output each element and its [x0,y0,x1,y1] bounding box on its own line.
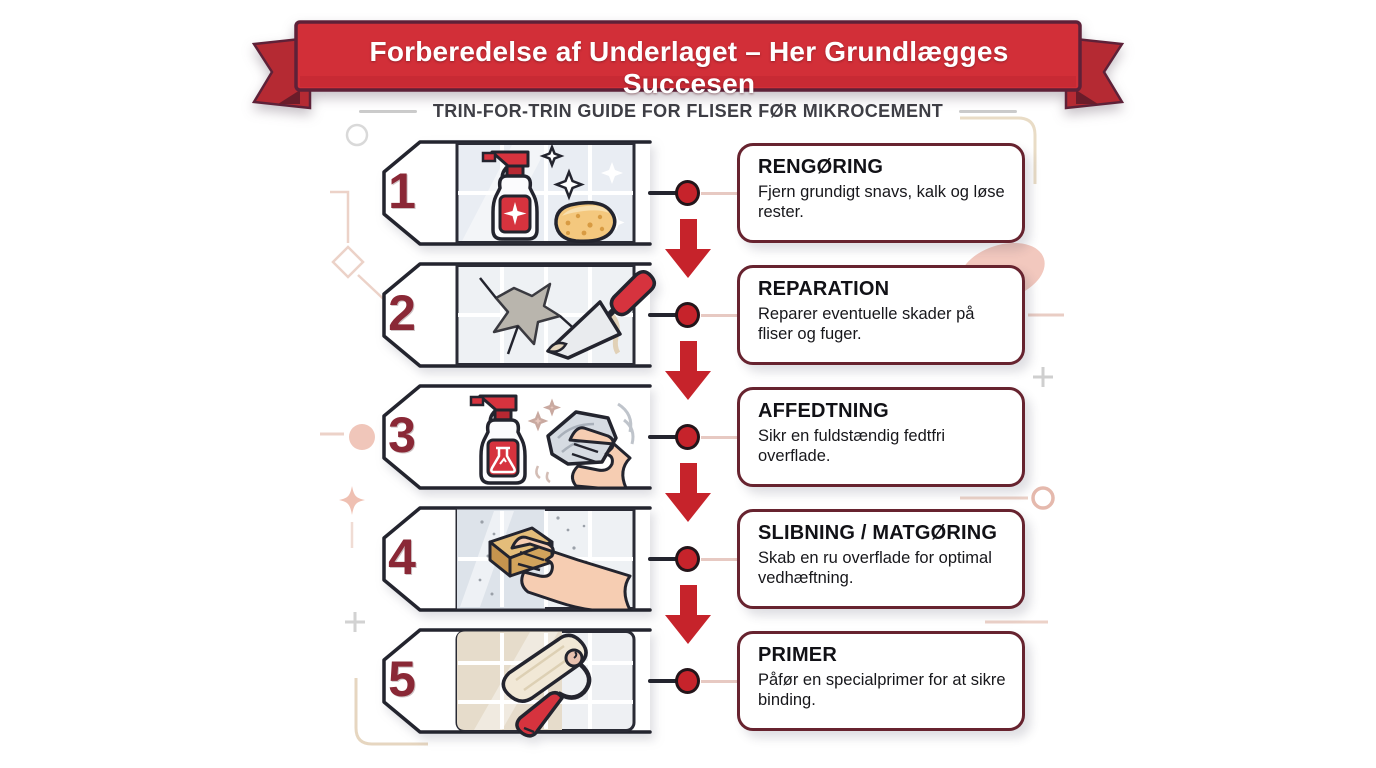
step-number: 5 [388,651,416,707]
connector-line-dark [648,313,678,317]
step-number: 3 [388,407,416,463]
step-text-box: REPARATION Reparer eventuelle skader på … [737,265,1025,365]
circle-outline-decoration [345,123,369,147]
connector-dot [675,424,700,450]
connector-line-dark [648,679,678,683]
circle-terminator-decoration [1031,486,1055,510]
step-description: Sikr en fuldstændig fedtfri overflade. [758,427,946,466]
step2-illustration [382,262,656,368]
step-text-box: SLIBNING / MATGØRING Skab en ru overflad… [737,509,1025,609]
subtitle-row: TRIN-FOR-TRIN GUIDE FOR FLISER FØR MIKRO… [0,101,1376,122]
step-text-box: AFFEDTNING Sikr en fuldstændig fedtfri o… [737,387,1025,487]
step5-illustration [382,628,652,738]
ribbon-banner [251,20,1125,110]
subtitle-line-left [358,110,417,113]
step-title: REPARATION [758,278,890,300]
step-text-box: PRIMER Påfør en specialprimer for at sik… [737,631,1025,731]
step-title: SLIBNING / MATGØRING [758,522,998,544]
ribbon-band [294,20,1082,92]
step-description: Fjern grundigt snavs, kalk og løse reste… [758,183,1005,222]
connector-line-dark [648,557,678,561]
cracked-tile-icon [479,277,581,355]
connector-dot [675,180,700,206]
step-row-1: 1 RENGØRING Fjern grundigt snavs, kalk o… [0,140,1376,246]
down-arrow-icon [665,463,711,523]
connector-dot [675,546,700,572]
step-row-4: 4 SLIBNING / MATGØRING Skab en ru overfl… [0,506,1376,612]
hand-icon [510,535,632,612]
trowel-icon [546,270,656,360]
step-description: Skab en ru overflade for optimal vedhæft… [758,549,992,588]
down-arrow-icon [665,219,711,279]
connector-dot [675,302,700,328]
ribbon-fold-left [278,90,300,104]
step-number: 4 [388,529,416,585]
step-number: 1 [388,163,416,219]
down-arrow-icon [665,341,711,401]
step-row-5: 5 PRIMER Påfør en specialprimer for at s… [0,628,1376,738]
step-row-3: 3 AFFEDTNING Sikr en fuldstændig fedtfri… [0,384,1376,490]
step3-illustration [382,384,652,490]
down-arrow-icon [665,585,711,645]
flask-icon [490,446,516,474]
step-row-2: 2 REPARATION Reparer eventuelle skader p… [0,262,1376,368]
diamond-outline-decoration [331,245,365,279]
spray-bottle-icon [481,150,539,241]
pink-dot-decoration [349,424,375,450]
connector-line-pink [701,436,738,439]
connector-line-pink [701,558,738,561]
step4-illustration [382,506,652,612]
step-title: PRIMER [758,644,837,666]
connector-line-dark [648,435,678,439]
step-number: 2 [388,285,416,341]
connector-line-dark [648,191,678,195]
sparkle-decoration [339,486,365,515]
step-title: RENGØRING [758,156,884,178]
step-title: AFFEDTNING [758,400,889,422]
step1-illustration [382,140,652,246]
ribbon-fold-right [1076,90,1098,104]
subtitle-text: TRIN-FOR-TRIN GUIDE FOR FLISER FØR MIKRO… [432,101,944,121]
wiping-hand-cloth-icon [546,410,632,490]
degreaser-spray-bottle-icon [469,394,527,485]
connector-line-pink [701,314,738,317]
step-text-box: RENGØRING Fjern grundigt snavs, kalk og … [737,143,1025,243]
connector-line-pink [701,680,738,683]
sponge-icon [554,200,617,244]
paint-roller-icon [501,633,592,738]
connector-dot [675,668,700,694]
subtitle-line-right [959,110,1018,113]
step-description: Påfør en specialprimer for at sikre bind… [758,671,1006,710]
page-title: Forberedelse af Underlaget – Her Grundlæ… [369,36,1009,99]
connector-line-pink [701,192,738,195]
step-description: Reparer eventuelle skader på fliser og f… [758,305,975,344]
plus-decoration [1033,367,1053,387]
